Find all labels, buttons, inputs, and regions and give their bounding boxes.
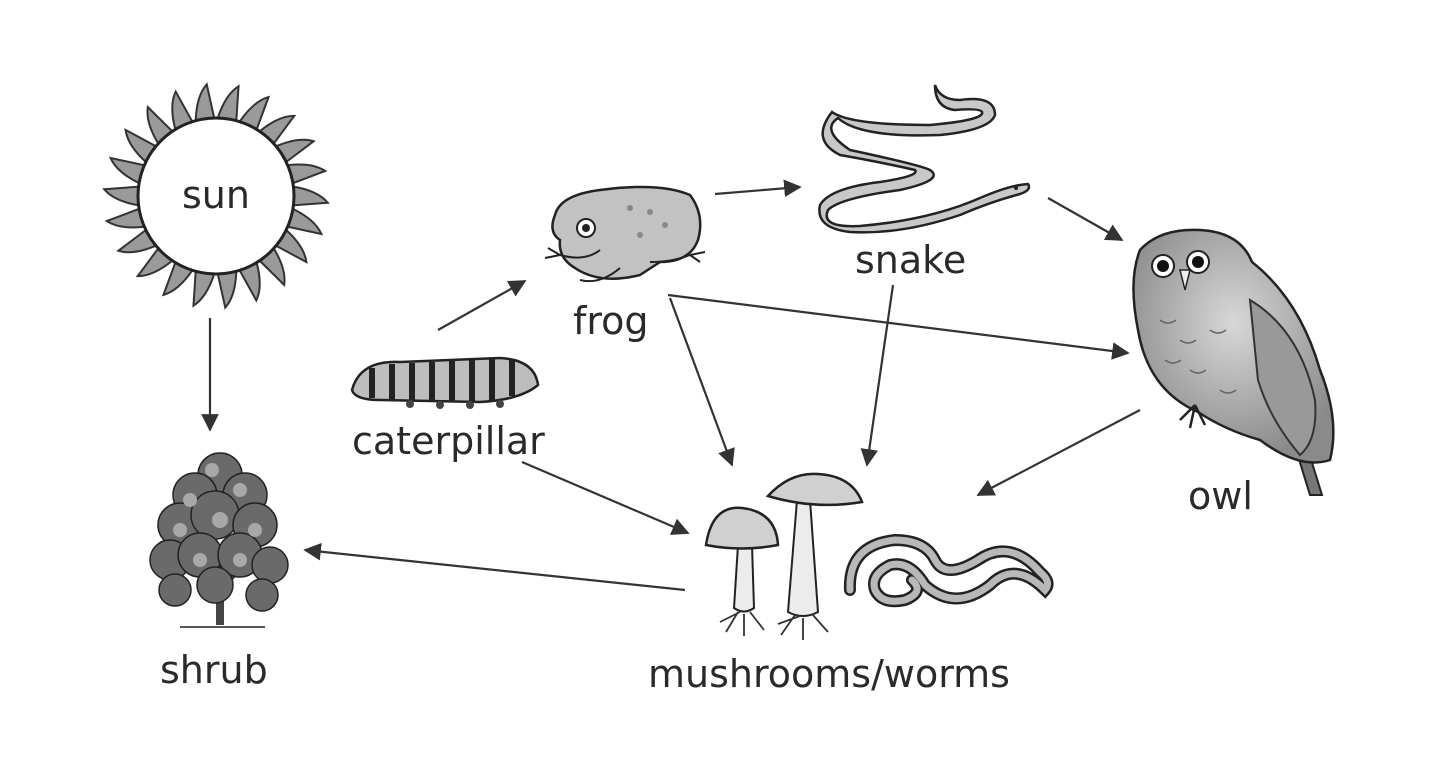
sun-ray <box>292 185 330 207</box>
sun-ray <box>238 95 271 131</box>
edges <box>201 179 1141 592</box>
sun-ray <box>286 163 328 185</box>
snake-icon <box>818 84 1031 234</box>
sun-ray <box>216 84 240 122</box>
sun-ray <box>171 89 194 131</box>
node-label-snake: snake <box>855 238 967 282</box>
sun-ray <box>124 128 158 164</box>
sun-ray <box>216 270 238 310</box>
sun-ray <box>108 156 146 185</box>
frog-icon <box>544 185 706 283</box>
edge-frog-decomposers <box>668 297 735 467</box>
sun-icon <box>102 82 330 310</box>
sun-ray <box>192 270 216 308</box>
sun-ray <box>238 261 261 303</box>
edge-snake-decomposers <box>860 284 895 467</box>
caterpillar-icon <box>350 356 540 409</box>
edge-frog-snake <box>714 179 802 198</box>
sun-ray <box>286 207 324 236</box>
node-label-frog: frog <box>573 299 649 343</box>
owl-icon <box>1132 228 1335 496</box>
node-label-decomposers: mushrooms/worms <box>648 652 1010 696</box>
sun-ray <box>116 228 158 254</box>
edge-caterpillar-decomposers <box>521 460 690 535</box>
sun-ray <box>274 228 308 264</box>
edge-frog-owl <box>667 293 1130 360</box>
node-label-caterpillar: caterpillar <box>352 419 545 463</box>
sun-ray <box>161 261 194 297</box>
sun-ray <box>194 82 216 122</box>
shrub-icon <box>149 452 289 628</box>
sun-ray <box>104 207 146 229</box>
node-label-sun: sun <box>182 173 250 217</box>
sun-ray <box>102 185 140 207</box>
node-label-shrub: shrub <box>160 648 268 692</box>
edge-snake-owl <box>1047 197 1124 241</box>
edge-decomposers-shrub <box>303 542 686 592</box>
mushrooms-worm-icon <box>704 472 1054 640</box>
sun-ray <box>274 138 316 164</box>
edge-caterpillar-frog <box>437 280 527 331</box>
edge-owl-decomposers <box>976 409 1141 496</box>
node-label-owl: owl <box>1188 474 1253 518</box>
